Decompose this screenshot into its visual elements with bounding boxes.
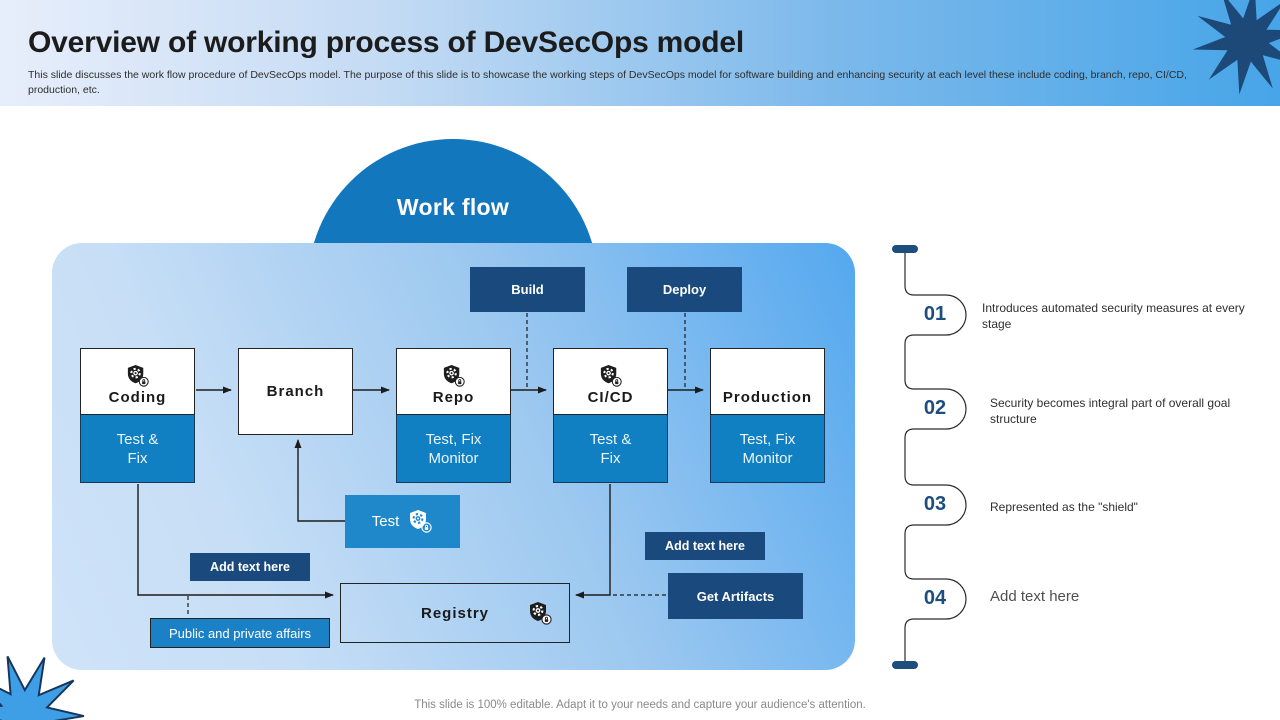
registry-box: Registry bbox=[340, 583, 570, 643]
registry-label: Registry bbox=[420, 604, 490, 622]
workflow-banner-label: Work flow bbox=[396, 194, 510, 220]
stage-branch-label: Branch bbox=[266, 383, 325, 400]
devsecops-shield-icon bbox=[443, 364, 465, 387]
stage-repo-sub: Test, Fix Monitor bbox=[396, 415, 511, 483]
stage-production-sub: Test, Fix Monitor bbox=[710, 415, 825, 483]
test-box: Test bbox=[345, 495, 460, 548]
add-text-right-label: Add text here bbox=[665, 539, 745, 553]
build-box: Build bbox=[470, 267, 585, 312]
stage-cicd-label: CI/CD bbox=[587, 389, 634, 406]
devsecops-shield-icon bbox=[410, 509, 432, 533]
stage-coding-label: Coding bbox=[108, 389, 167, 406]
step-text-03: Represented as the "shield" bbox=[990, 500, 1138, 514]
deploy-box: Deploy bbox=[627, 267, 742, 312]
step-text-01: Introduces automated security measures a… bbox=[982, 301, 1245, 331]
devsecops-shield-icon bbox=[600, 364, 622, 387]
build-label: Build bbox=[511, 282, 544, 297]
step-number-03: 03 bbox=[923, 493, 947, 515]
add-text-placeholder-right[interactable]: Add text here bbox=[645, 532, 765, 560]
stage-coding: Coding Test & Fix bbox=[80, 348, 195, 483]
add-text-placeholder-left[interactable]: Add text here bbox=[190, 553, 310, 581]
get-artifacts-label: Get Artifacts bbox=[696, 588, 775, 604]
stage-production-label: Production bbox=[722, 389, 813, 406]
get-artifacts-box: Get Artifacts bbox=[668, 573, 803, 619]
stage-production: Production Test, Fix Monitor bbox=[710, 348, 825, 483]
stage-branch: Branch bbox=[238, 348, 353, 435]
editable-note: This slide is 100% editable. Adapt it to… bbox=[414, 699, 866, 711]
devsecops-shield-icon bbox=[127, 364, 149, 387]
devsecops-shield-icon bbox=[530, 602, 552, 625]
slide-description: This slide discusses the work flow proce… bbox=[28, 69, 1187, 97]
stage-repo-label: Repo bbox=[432, 389, 475, 406]
step-text-02: Security becomes integral part of overal… bbox=[990, 396, 1231, 426]
deploy-label: Deploy bbox=[662, 282, 707, 297]
step-number-01: 01 bbox=[923, 303, 947, 325]
public-private-box: Public and private affairs bbox=[150, 618, 330, 648]
rail-bottom-cap bbox=[892, 661, 918, 669]
stage-cicd-sub: Test & Fix bbox=[553, 415, 668, 483]
page-title: Overview of working process of DevSecOps… bbox=[28, 26, 745, 59]
step-text-04[interactable]: Add text here bbox=[990, 588, 1080, 605]
step-number-02: 02 bbox=[923, 397, 947, 419]
header-band: Overview of working process of DevSecOps… bbox=[0, 0, 1280, 106]
stage-repo: Repo Test, Fix Monitor bbox=[396, 348, 511, 483]
add-text-left-label: Add text here bbox=[210, 560, 290, 574]
public-private-label: Public and private affairs bbox=[168, 625, 312, 641]
stage-coding-sub: Test & Fix bbox=[80, 415, 195, 483]
step-number-04: 04 bbox=[923, 587, 947, 609]
rail-top-cap bbox=[892, 245, 918, 253]
test-label: Test bbox=[371, 513, 400, 530]
stage-cicd: CI/CD Test & Fix bbox=[553, 348, 668, 483]
